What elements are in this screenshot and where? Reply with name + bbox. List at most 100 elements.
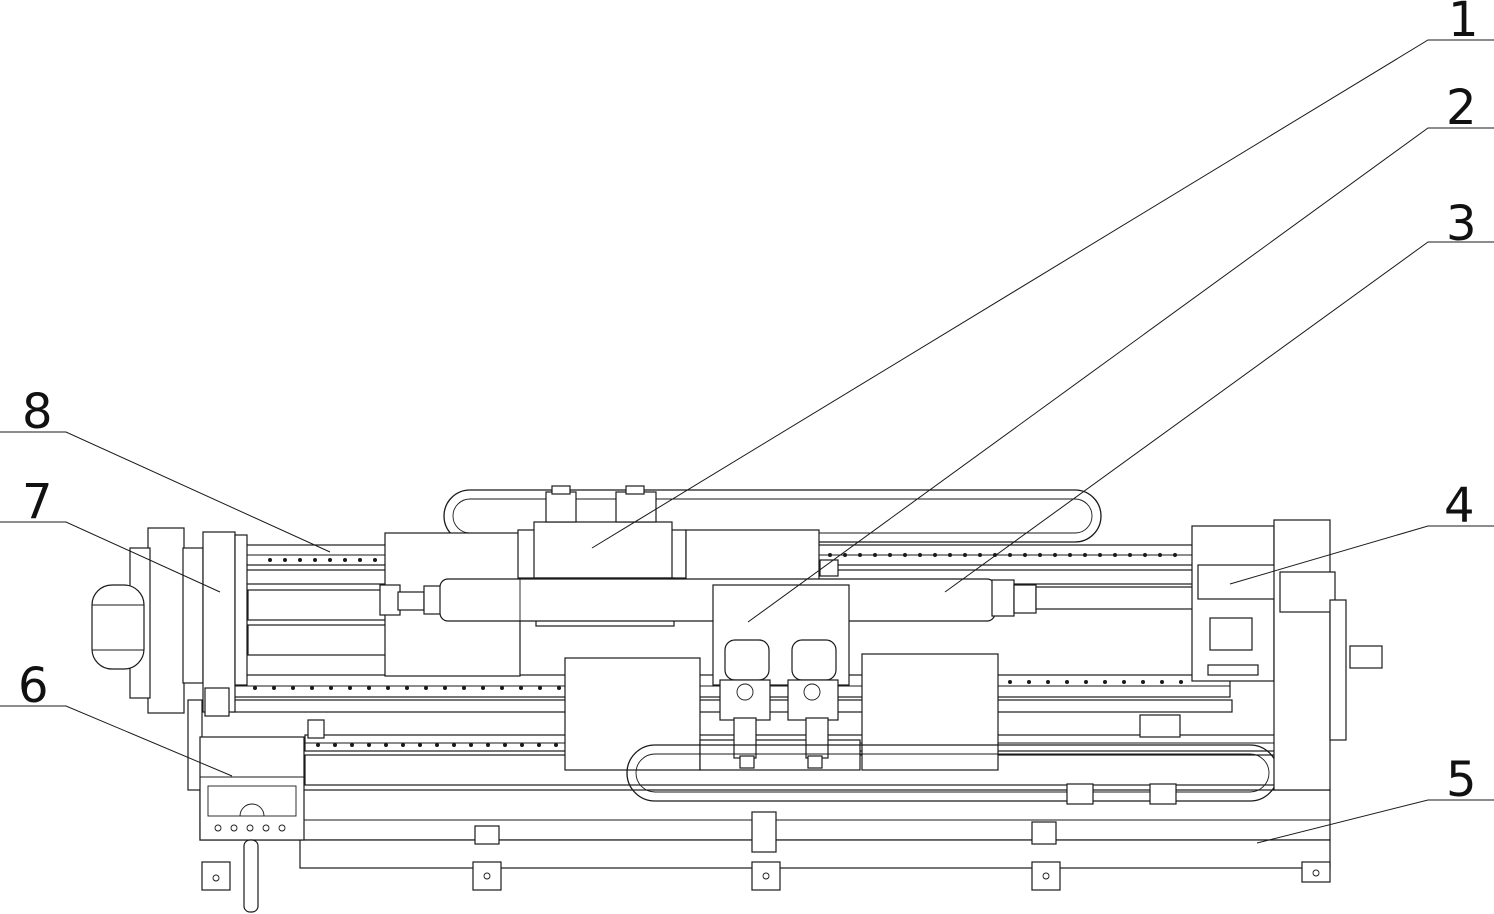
rail-hole bbox=[858, 553, 862, 557]
upper-cable-chain bbox=[443, 489, 1102, 543]
rail-hole bbox=[348, 686, 352, 690]
rail-hole bbox=[343, 558, 347, 562]
rail-hole bbox=[948, 553, 952, 557]
rail-hole bbox=[1008, 553, 1012, 557]
rail-hole bbox=[328, 558, 332, 562]
base-frame bbox=[199, 789, 1331, 891]
rail-hole bbox=[888, 553, 892, 557]
rail-hole bbox=[1179, 680, 1183, 684]
rail-hole bbox=[963, 553, 967, 557]
upper-actuator-heads bbox=[545, 485, 657, 523]
rail-hole bbox=[1173, 553, 1177, 557]
rail-hole bbox=[435, 743, 439, 747]
rail-hole bbox=[401, 743, 405, 747]
leader-6 bbox=[0, 705, 233, 777]
rail-hole bbox=[1038, 553, 1042, 557]
callout-labels: 1 2 3 4 5 6 7 8 bbox=[18, 0, 1479, 808]
leader-8 bbox=[0, 431, 331, 553]
rail-hole bbox=[1141, 680, 1145, 684]
rail-hole bbox=[283, 558, 287, 562]
rail-hole bbox=[918, 553, 922, 557]
rail-hole bbox=[554, 743, 558, 747]
rail-hole bbox=[873, 553, 877, 557]
rail-hole bbox=[268, 558, 272, 562]
rail-hole bbox=[384, 743, 388, 747]
rail-hole bbox=[1083, 553, 1087, 557]
lower-cable-chain bbox=[626, 744, 1279, 805]
rail-hole bbox=[520, 743, 524, 747]
rail-hole bbox=[503, 743, 507, 747]
rail-hole bbox=[272, 686, 276, 690]
leader-7 bbox=[0, 521, 221, 593]
rail-hole bbox=[500, 686, 504, 690]
rail-hole bbox=[1113, 553, 1117, 557]
leader-3 bbox=[944, 241, 1494, 593]
rail-hole bbox=[333, 743, 337, 747]
rail-hole bbox=[298, 558, 302, 562]
rail-hole bbox=[903, 553, 907, 557]
rail-hole bbox=[367, 743, 371, 747]
clamp-head-right bbox=[787, 639, 839, 769]
rail-hole bbox=[1122, 680, 1126, 684]
callout-1: 1 bbox=[1448, 0, 1479, 48]
rail-hole bbox=[452, 743, 456, 747]
rail-hole bbox=[386, 686, 390, 690]
rail-hole bbox=[424, 686, 428, 690]
rail-hole bbox=[1160, 680, 1164, 684]
base-feet bbox=[201, 811, 1331, 891]
rail-hole bbox=[1023, 553, 1027, 557]
rail-hole bbox=[350, 743, 354, 747]
leader-2 bbox=[747, 127, 1494, 623]
rail-hole bbox=[933, 553, 937, 557]
rail-hole bbox=[310, 686, 314, 690]
rail-hole bbox=[469, 743, 473, 747]
rail-hole bbox=[486, 743, 490, 747]
leader-5 bbox=[1256, 799, 1494, 844]
rail-hole bbox=[519, 686, 523, 690]
callout-3: 3 bbox=[1446, 196, 1477, 252]
rail-hole bbox=[462, 686, 466, 690]
rail-hole bbox=[358, 558, 362, 562]
rail-hole bbox=[1143, 553, 1147, 557]
rail-hole bbox=[1103, 680, 1107, 684]
rail-hole bbox=[443, 686, 447, 690]
rail-hole bbox=[538, 686, 542, 690]
callout-8: 8 bbox=[22, 384, 53, 440]
leader-4 bbox=[1229, 525, 1494, 585]
rail-hole bbox=[1084, 680, 1088, 684]
callout-2: 2 bbox=[1446, 80, 1477, 136]
rail-hole bbox=[1098, 553, 1102, 557]
control-box bbox=[187, 699, 325, 913]
rail-hole bbox=[978, 553, 982, 557]
rail-hole bbox=[1128, 553, 1132, 557]
rail-hole bbox=[316, 743, 320, 747]
rail-hole bbox=[1027, 680, 1031, 684]
rail-holes bbox=[253, 553, 1183, 747]
rail-hole bbox=[537, 743, 541, 747]
rail-hole bbox=[1158, 553, 1162, 557]
callout-6: 6 bbox=[18, 658, 49, 714]
rail-hole bbox=[418, 743, 422, 747]
rail-hole bbox=[313, 558, 317, 562]
right-end-assembly bbox=[1139, 519, 1383, 791]
rail-hole bbox=[828, 553, 832, 557]
leader-lines bbox=[0, 39, 1494, 844]
rail-hole bbox=[253, 686, 257, 690]
rail-hole bbox=[557, 686, 561, 690]
rail-hole bbox=[1008, 680, 1012, 684]
rail-hole bbox=[481, 686, 485, 690]
rail-hole bbox=[373, 558, 377, 562]
callout-4: 4 bbox=[1444, 478, 1475, 534]
clamp-head-left bbox=[719, 639, 771, 769]
rail-hole bbox=[1065, 680, 1069, 684]
rail-hole bbox=[329, 686, 333, 690]
rail-hole bbox=[1053, 553, 1057, 557]
callout-5: 5 bbox=[1446, 752, 1477, 808]
rail-hole bbox=[291, 686, 295, 690]
rail-hole bbox=[367, 686, 371, 690]
left-end-assembly bbox=[91, 527, 389, 717]
rail-hole bbox=[405, 686, 409, 690]
leader-1 bbox=[591, 39, 1494, 549]
rail-hole bbox=[1068, 553, 1072, 557]
